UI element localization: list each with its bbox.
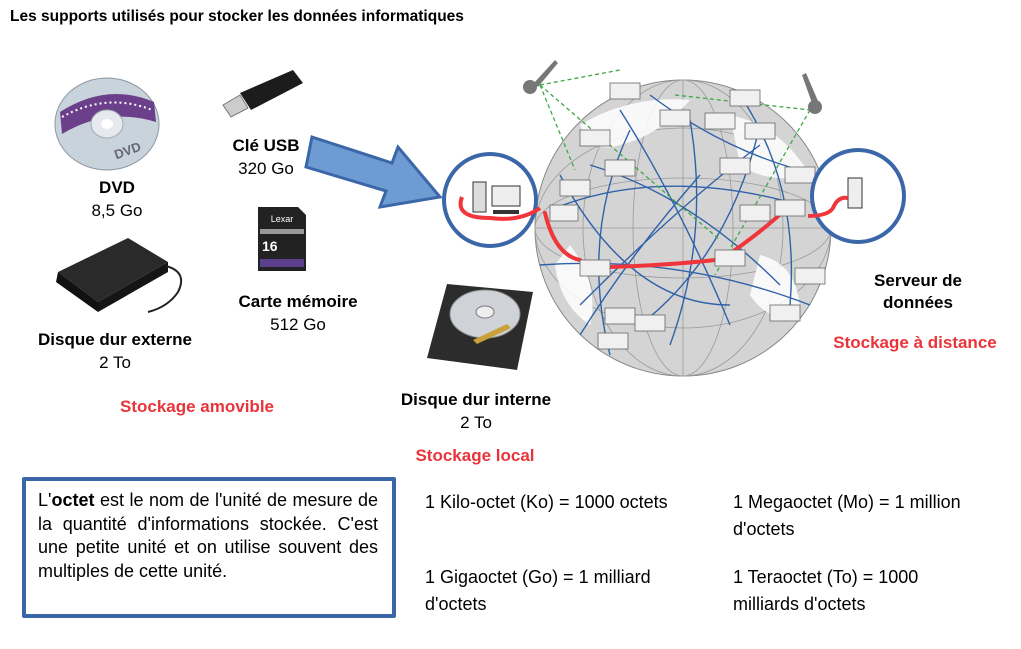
dvd-name: DVD <box>99 178 135 197</box>
internal-hdd-capacity: 2 To <box>460 413 492 432</box>
arrow-icon <box>304 135 443 209</box>
external-hdd-capacity: 2 To <box>99 353 131 372</box>
definition-prefix: L' <box>38 490 52 510</box>
dvd-capacity: 8,5 Go <box>91 201 143 220</box>
usb-name: Clé USB <box>232 136 300 155</box>
usb-key-image <box>222 70 303 118</box>
local-storage-label: Stockage local <box>415 446 535 465</box>
external-hdd-image <box>56 238 182 313</box>
internal-hdd-name: Disque dur interne <box>400 390 552 409</box>
internet-globe-diagram <box>523 60 832 377</box>
internal-hdd-image <box>427 284 533 370</box>
internal-hdd-label: Disque dur interne 2 To <box>401 388 551 434</box>
removable-storage-label: Stockage amovible <box>119 397 275 416</box>
computer-tower-icon <box>472 181 487 213</box>
globe <box>534 79 832 377</box>
usb-label: Clé USB 320 Go <box>232 134 299 180</box>
dvd-label: DVD 8,5 Go <box>91 176 142 222</box>
usb-capacity: 320 Go <box>238 159 294 178</box>
server-label: Serveur de données <box>874 271 962 312</box>
sd-card-capacity: 512 Go <box>270 315 326 334</box>
remote-storage-label: Stockage à distance <box>833 333 997 352</box>
definition-body: est le nom de l'unité de mesure de la qu… <box>38 490 378 581</box>
unit-teraoctet: 1 Teraoctet (To) = 1000 milliards d'octe… <box>733 567 919 614</box>
unit-kilooctet: 1 Kilo-octet (Ko) = 1000 octets <box>425 492 668 512</box>
server-nodes <box>549 82 826 350</box>
page-title: Les supports utilisés pour stocker les d… <box>10 8 464 25</box>
unit-gigaoctet: 1 Gigaoctet (Go) = 1 milliard d'octets <box>425 567 651 614</box>
unit-megaoctet: 1 Megaoctet (Mo) = 1 million d'octets <box>733 492 961 539</box>
external-hdd-label: Disque dur externe 2 To <box>38 328 192 374</box>
svg-text:16: 16 <box>262 238 278 254</box>
server-icon <box>847 177 863 209</box>
satellite-icon <box>523 60 822 114</box>
data-server-circle <box>808 148 906 244</box>
dvd-image: DVD <box>54 77 160 171</box>
definition-text: L'octet est le nom de l'unité de mesure … <box>38 489 378 583</box>
definition-term: octet <box>51 490 95 510</box>
definition-box: L'octet est le nom de l'unité de mesure … <box>22 477 396 618</box>
sd-card-name: Carte mémoire <box>238 292 358 311</box>
sd-card-label: Carte mémoire 512 Go <box>238 290 357 336</box>
sd-card-image: Lexar 16 <box>258 207 306 271</box>
external-hdd-name: Disque dur externe <box>38 330 192 349</box>
satellite-links <box>539 69 811 276</box>
monitor-icon <box>491 185 521 207</box>
user-computer-circle <box>442 152 542 248</box>
svg-text:Lexar: Lexar <box>271 214 294 224</box>
